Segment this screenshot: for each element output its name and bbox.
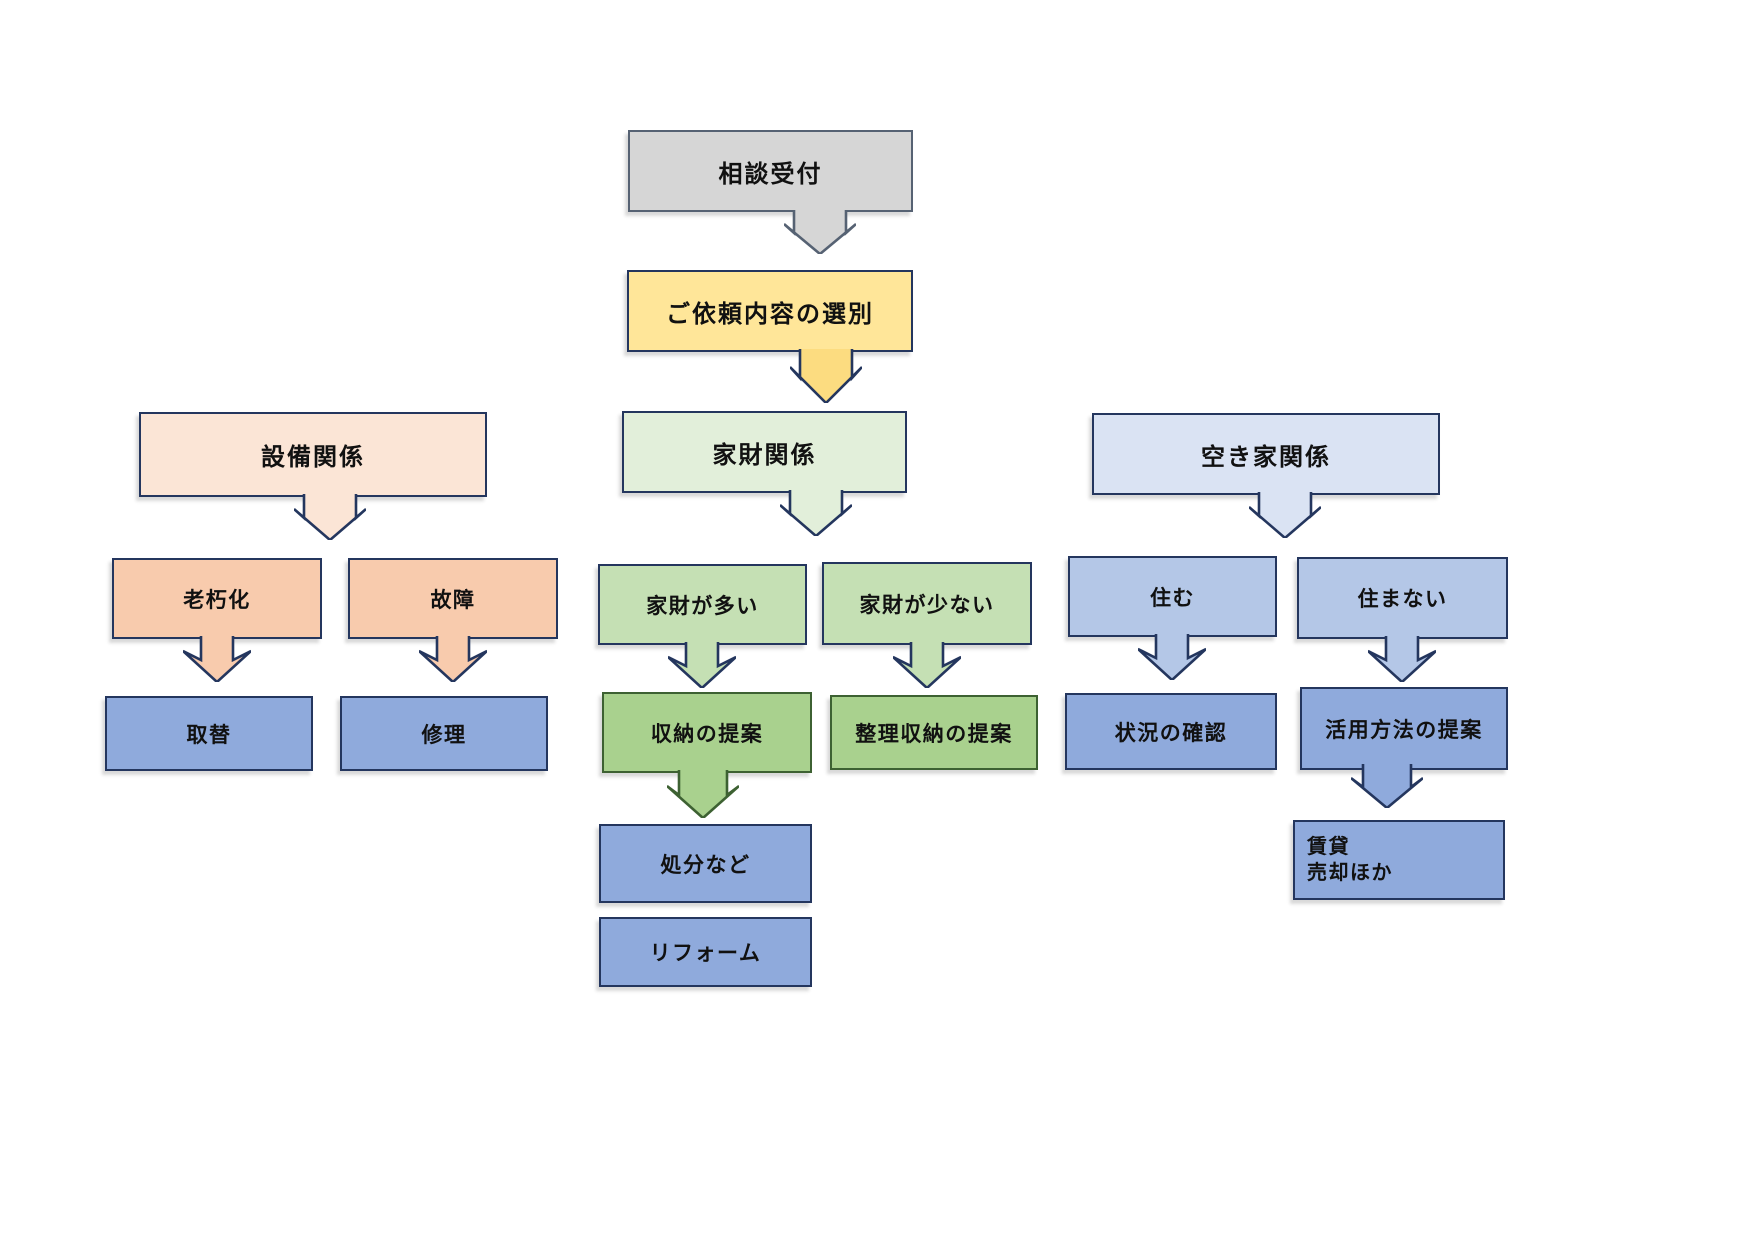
node-consultation-reception: 相談受付 — [628, 130, 913, 212]
node-few-items: 家財が少ない — [822, 562, 1032, 645]
node-tidy-storage-proposal-label: 整理収納の提案 — [855, 722, 1013, 746]
node-renovation-label: リフォーム — [649, 942, 762, 965]
node-vacant-house-branch-label: 空き家関係 — [1201, 443, 1331, 471]
node-equipment-branch-label: 設備関係 — [261, 444, 365, 471]
node-household-goods-branch-label: 家財関係 — [712, 441, 817, 469]
connector-arrow-vacant-down — [1249, 492, 1321, 538]
node-repair: 修理 — [340, 696, 548, 771]
node-many-items: 家財が多い — [598, 564, 807, 645]
node-live-in-label: 住む — [1150, 586, 1195, 610]
node-equipment-branch: 設備関係 — [139, 412, 487, 497]
node-rent-sell-line1: 賃貸 — [1307, 836, 1350, 858]
node-status-check: 状況の確認 — [1065, 693, 1277, 770]
connector-arrow-live-to-status — [1138, 634, 1206, 680]
node-renovation: リフォーム — [599, 917, 812, 987]
connector-arrow-household-down — [780, 490, 852, 536]
connector-arrow-aging-to-replace — [183, 636, 251, 682]
node-storage-proposal-label: 収納の提案 — [650, 722, 764, 746]
node-household-goods-branch: 家財関係 — [622, 411, 907, 493]
node-status-check-label: 状況の確認 — [1114, 721, 1228, 745]
connector-arrow-storage-to-disposal — [667, 770, 739, 818]
connector-arrow-triage-to-household — [790, 349, 862, 403]
node-not-live-in-label: 住まない — [1357, 588, 1448, 611]
node-aging-label: 老朽化 — [183, 588, 251, 612]
node-usage-proposal: 活用方法の提案 — [1300, 687, 1508, 770]
node-replacement: 取替 — [105, 696, 313, 771]
node-breakdown-label: 故障 — [430, 588, 476, 612]
connector-arrow-usage-to-rent-sell — [1351, 764, 1423, 808]
node-disposal-label: 処分など — [660, 853, 751, 877]
node-vacant-house-branch: 空き家関係 — [1092, 413, 1440, 495]
node-consultation-reception-label: 相談受付 — [718, 160, 823, 188]
node-live-in: 住む — [1068, 556, 1277, 637]
node-request-triage-label: ご依頼内容の選別 — [666, 300, 874, 328]
node-tidy-storage-proposal: 整理収納の提案 — [830, 695, 1038, 770]
node-aging: 老朽化 — [112, 558, 322, 639]
node-request-triage: ご依頼内容の選別 — [627, 270, 913, 352]
connector-arrow-few-items-to-organize — [893, 642, 961, 688]
node-rent-sell: 賃貸 売却ほか — [1293, 820, 1505, 900]
node-disposal: 処分など — [599, 824, 812, 903]
node-usage-proposal-label: 活用方法の提案 — [1325, 718, 1483, 742]
connector-arrow-many-items-to-storage — [668, 642, 736, 688]
connector-arrow-not-live-to-usage — [1368, 636, 1436, 682]
node-many-items-label: 家財が多い — [646, 594, 759, 618]
node-replacement-label: 取替 — [186, 723, 232, 747]
node-few-items-label: 家財が少ない — [859, 593, 995, 617]
node-storage-proposal: 収納の提案 — [602, 692, 812, 773]
node-rent-sell-line2: 売却ほか — [1307, 862, 1393, 884]
connector-arrow-breakdown-to-repair — [419, 636, 487, 682]
connector-arrow-consult-to-triage — [784, 210, 856, 254]
connector-arrow-equipment-down — [294, 494, 366, 540]
node-repair-label: 修理 — [421, 723, 467, 747]
node-not-live-in: 住まない — [1297, 557, 1508, 639]
node-breakdown: 故障 — [348, 558, 558, 639]
